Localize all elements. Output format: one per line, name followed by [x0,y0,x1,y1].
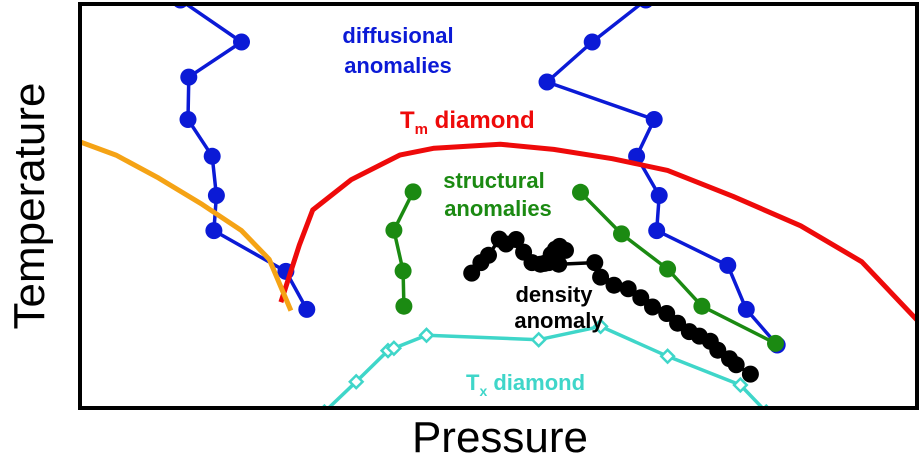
data-point [659,348,676,365]
tm-rest: diamond [428,107,535,134]
y-axis-title: Temperature [5,82,54,329]
data-point [179,111,197,128]
data-point [385,221,403,239]
data-point [180,68,198,86]
annotation-tm-diamond: Tm diamond [400,107,535,138]
data-point [741,365,759,383]
data-point [693,297,711,315]
data-point [385,340,403,357]
series-layer [80,4,917,408]
data-point [233,33,250,51]
data-point [530,331,547,348]
data-point [203,147,221,165]
series-line-tx-diamond [326,324,765,408]
annotation-tx-diamond: Tx diamond [466,370,585,399]
data-point [632,289,650,307]
series-line-structural-left [392,191,415,307]
tx-subscript: x [479,383,487,399]
data-point [538,73,556,91]
data-point [719,256,737,274]
tm-main: T [400,107,415,134]
data-point [507,231,525,248]
annotation-density-line2: anomaly [514,308,604,333]
annotation-density-line1: density [515,282,593,307]
data-point [732,376,749,394]
data-point [727,356,745,374]
data-point [418,327,435,344]
data-point [480,246,497,264]
series-density [463,230,759,383]
data-point [592,318,609,335]
data-point [613,225,630,243]
annotation-structural-line1: structural [443,168,544,193]
data-point [395,297,413,315]
series-line-diffusional-right [545,4,779,347]
series-line-tm-diamond [278,141,917,324]
data-point [207,187,225,204]
data-point [394,262,412,280]
annotation-diffusional-line1: diffusional [342,23,453,48]
series-tx-diamond [316,318,775,408]
tx-rest: diamond [487,370,585,395]
data-point [737,300,755,318]
plot-frame [78,2,919,410]
data-point [348,373,365,390]
data-point [669,314,687,332]
annotation-diffusional-line2: anomalies [344,53,452,78]
data-point [298,300,316,318]
data-point [645,111,663,128]
data-point [644,298,661,316]
annotation-structural-line2: anomalies [444,196,552,221]
data-point [550,255,568,273]
data-point [592,268,610,286]
data-point [557,241,574,259]
data-point [572,183,589,201]
data-point [650,187,668,204]
tm-subscript: m [415,121,428,138]
data-point [659,260,677,278]
series-structural-right [572,183,784,352]
data-point [605,276,623,294]
series-line-orange-curve [80,139,294,312]
data-point [583,33,601,51]
data-point [709,341,727,359]
data-point [205,222,223,240]
data-point [648,222,666,240]
data-point [404,183,422,201]
tx-main: T [466,370,480,395]
data-point [658,305,676,322]
series-orange-curve [80,139,294,312]
data-point [586,254,604,272]
series-diffusional-right [538,4,786,354]
data-point [619,280,637,298]
series-tm-diamond [278,141,917,324]
series-structural-left [385,183,422,315]
data-point [767,334,784,352]
x-axis-title: Pressure [412,413,588,458]
